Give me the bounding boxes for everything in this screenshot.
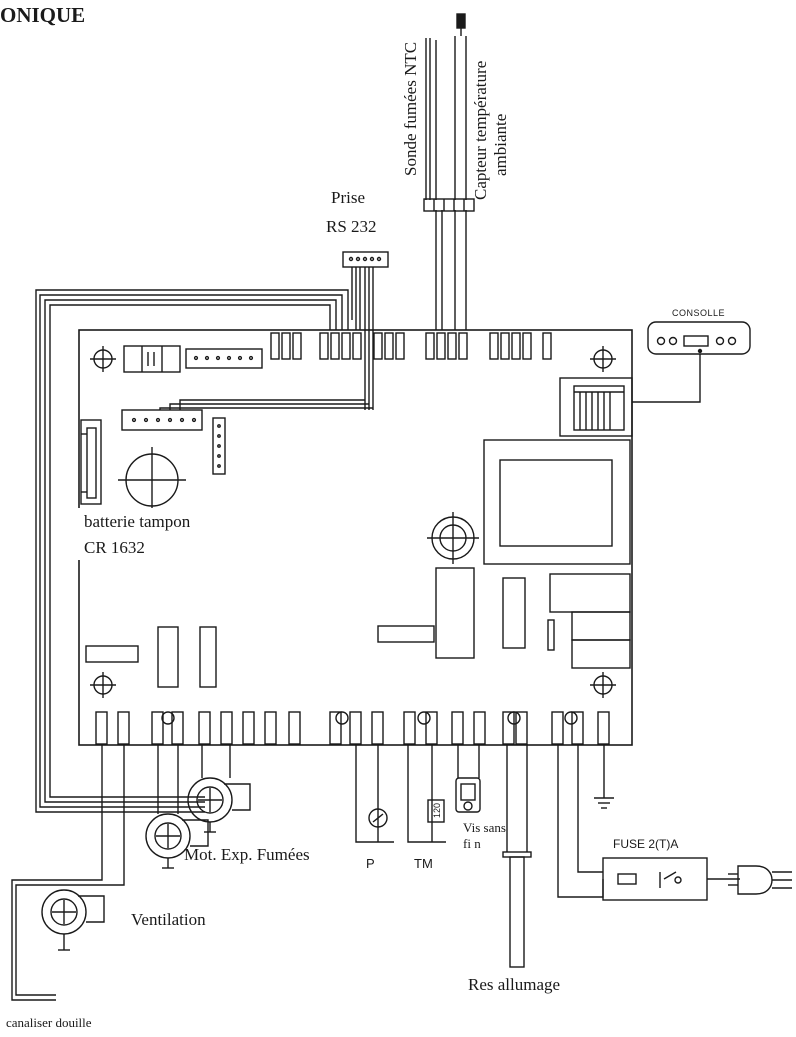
console-display: CONSOLLE — [632, 308, 751, 403]
tm-value: 120 — [432, 803, 442, 818]
ground-symbol — [594, 744, 614, 809]
auger-motor — [455, 744, 481, 813]
capteur-label: Capteur température — [471, 61, 490, 200]
battery-label-bg — [78, 508, 228, 560]
transformer — [483, 439, 631, 565]
p-label: P — [366, 856, 375, 871]
ventilation-label: Ventilation — [131, 910, 206, 929]
small-vertical-connector — [212, 417, 226, 475]
tm-label: TM — [414, 856, 433, 871]
res-label: Res allumage — [468, 975, 560, 994]
ignition-resistance — [502, 744, 532, 968]
fume-extractor-motor — [187, 744, 251, 833]
rs232-header — [121, 409, 203, 431]
cr1632-label: CR 1632 — [84, 538, 145, 557]
batterie-label: batterie tampon — [84, 512, 191, 531]
power-plug — [728, 865, 792, 895]
mot-exp-label: Mot. Exp. Fumées — [184, 845, 310, 864]
flue-ntc-probe — [425, 38, 443, 330]
vis-label: Vis sans — [463, 820, 506, 835]
left-fuses — [85, 626, 217, 688]
canaliser-fan — [11, 744, 125, 1001]
vis-label-2: fi n — [463, 836, 481, 851]
console-label: CONSOLLE — [672, 308, 725, 318]
thermostat-tm: 120 — [407, 744, 446, 843]
mounting-holes — [90, 346, 616, 698]
rs232-cable-to-header — [159, 399, 373, 410]
ventilation-fan — [145, 744, 209, 869]
fuse-label: FUSE 2(T)A — [613, 837, 678, 851]
diagram-title: ONIQUE — [0, 3, 85, 27]
bottom-connectors — [95, 711, 610, 745]
sonde-label: Sonde fumées NTC — [401, 42, 420, 176]
pressure-switch-p — [355, 744, 394, 843]
canaliser-label: canaliser douille — [6, 1015, 92, 1030]
ambient-temperature-sensor — [454, 13, 467, 330]
center-component — [427, 512, 479, 564]
main-fuse: FUSE 2(T)A — [557, 744, 740, 901]
rs232-label: RS 232 — [326, 217, 377, 236]
relays — [377, 567, 631, 669]
ambiante-label: ambiante — [491, 114, 510, 176]
left-vertical-connector — [80, 419, 102, 505]
top-left-connector — [123, 345, 263, 373]
rj-connector — [559, 377, 633, 437]
top-connectors — [270, 332, 552, 360]
rs232-connector — [342, 251, 389, 410]
sensor-connector — [423, 198, 475, 212]
prise-label: Prise — [331, 188, 365, 207]
backup-battery — [118, 447, 186, 513]
